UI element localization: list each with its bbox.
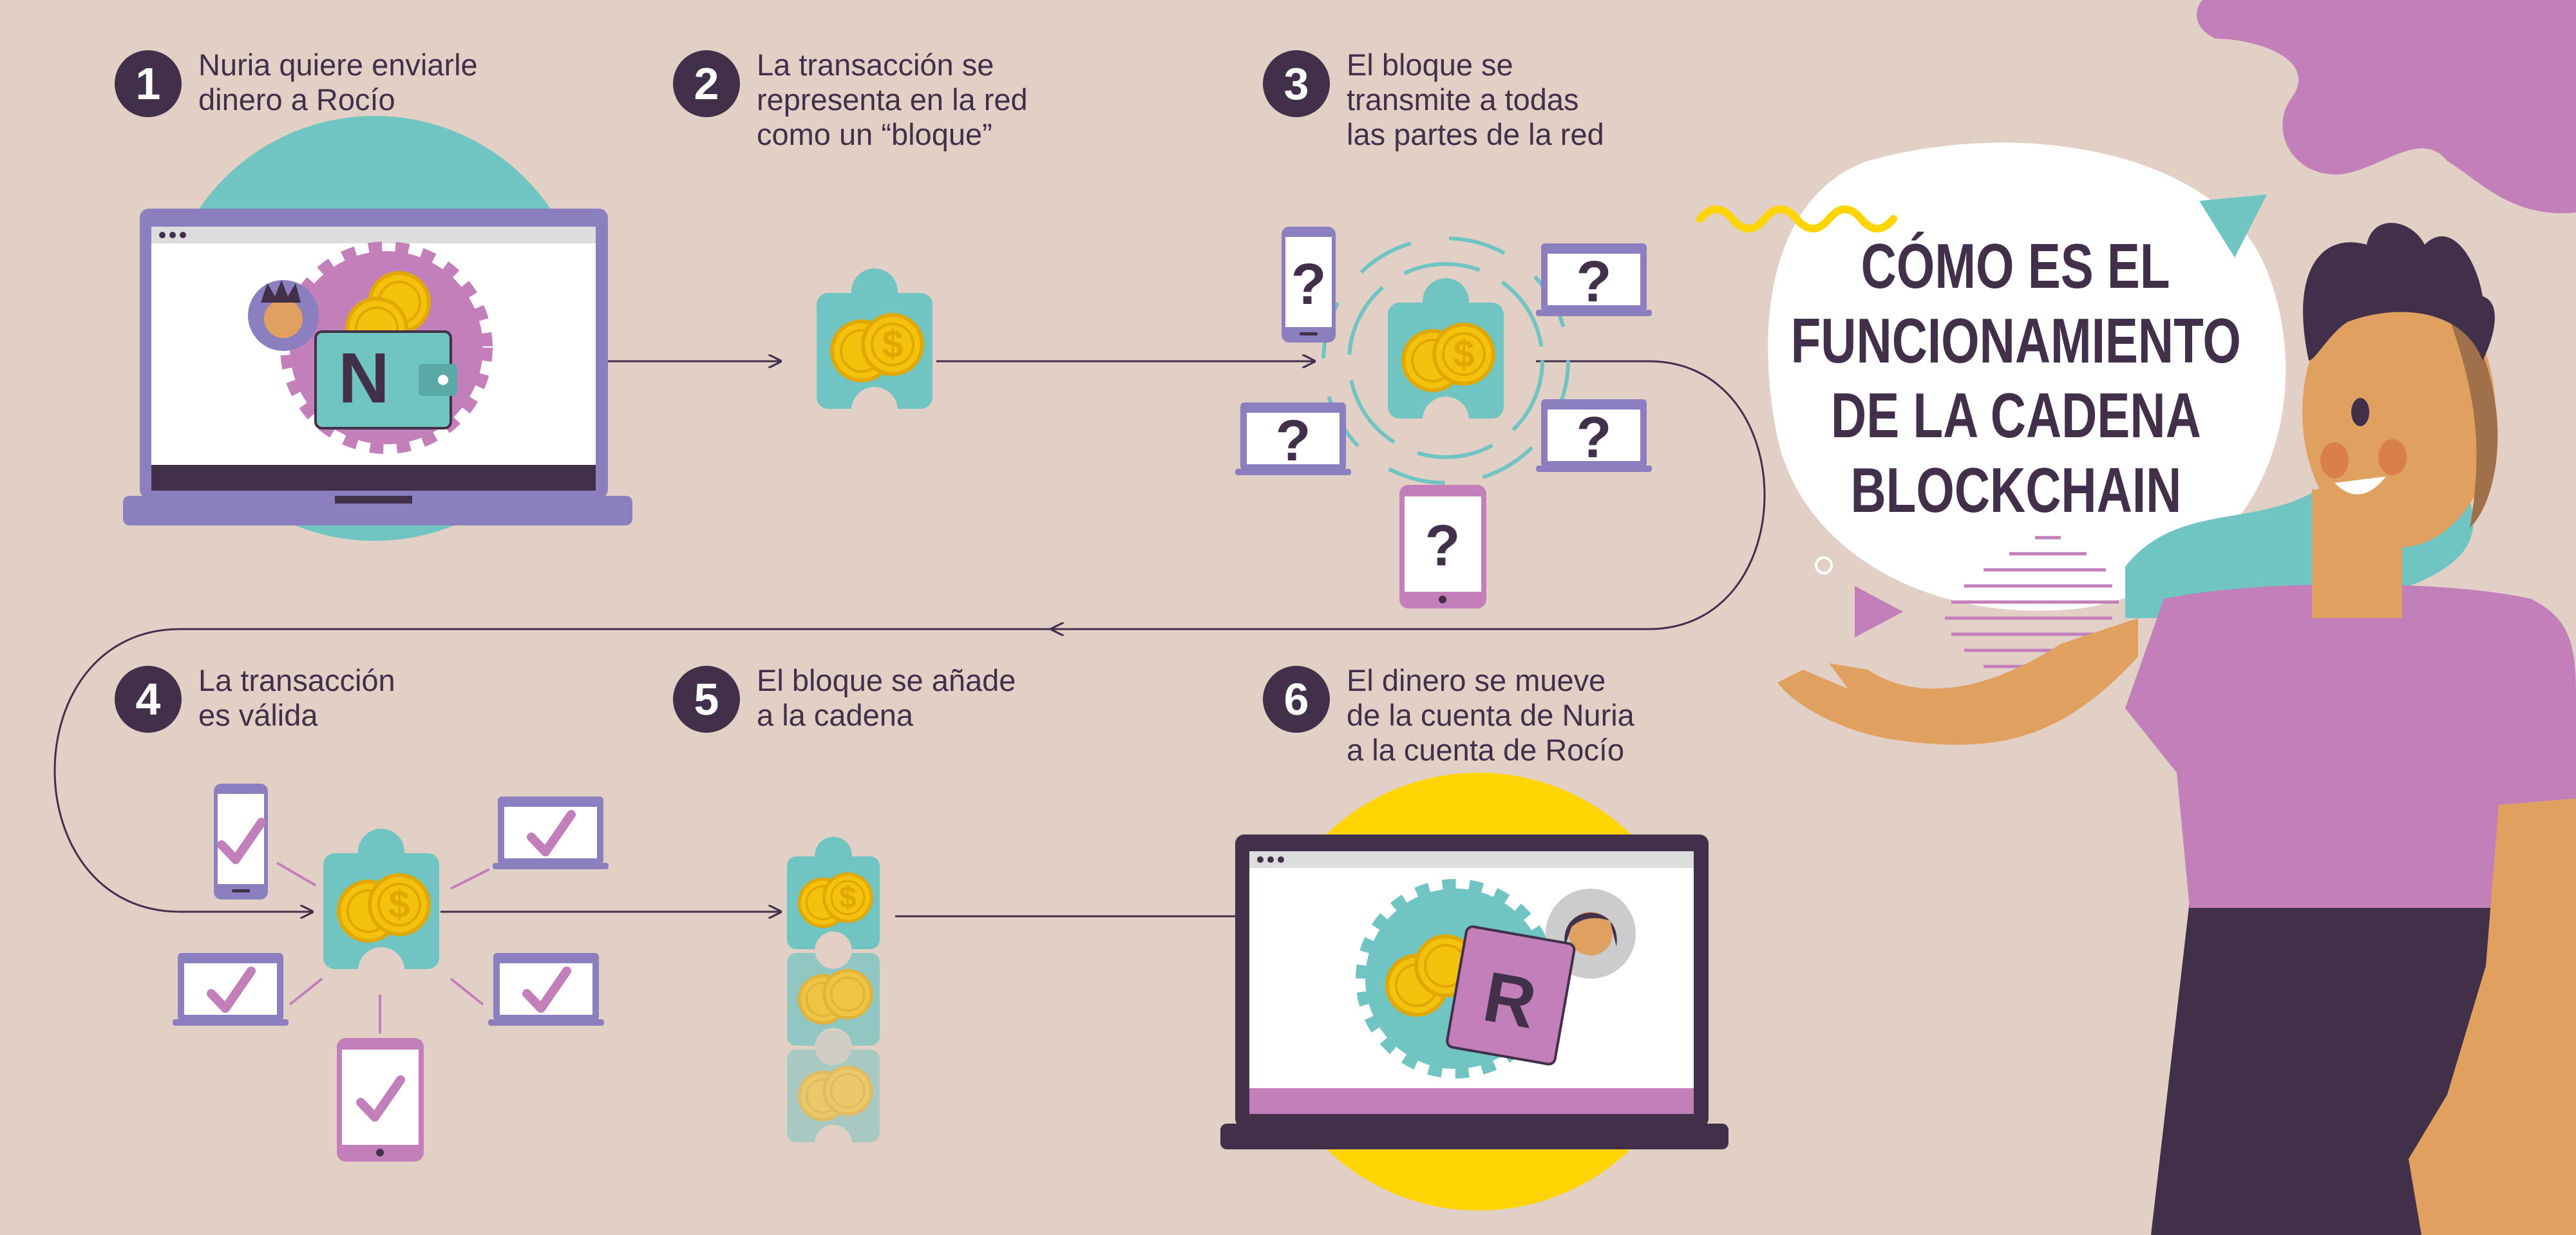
block-puzzle-step2: $	[817, 269, 933, 433]
broadcast-waves	[1321, 236, 1570, 485]
step-text: El dinero se mueve	[1347, 663, 1606, 697]
step-text: La transacción	[198, 663, 395, 697]
sender-initial: N	[338, 339, 389, 418]
laptop-valid-2	[173, 953, 289, 1026]
arrow-into-4-curve	[53, 628, 1052, 912]
page-title: CÓMO ES EL FUNCIONAMIENTO DE LA CADENA B…	[1768, 229, 2264, 527]
step-text: Nuria quiere enviarle	[198, 48, 478, 82]
step-text: las partes de la red	[1347, 117, 1604, 151]
coin-symbol: $	[839, 881, 857, 915]
laptop-nuria: N	[123, 209, 632, 525]
step-text: transmite a todas	[1347, 82, 1579, 117]
block-puzzle-step3: $	[1388, 278, 1504, 443]
laptop-valid-1	[493, 797, 609, 869]
laptop-valid-3	[488, 953, 604, 1026]
step-number: 1	[115, 50, 182, 117]
step-text: a la cadena	[757, 698, 914, 732]
step-number: 3	[1263, 50, 1330, 117]
question-mark: ?	[1291, 252, 1327, 317]
purple-puzzle-decoration	[2197, 0, 2576, 214]
laptop-unknown-1: ?	[1536, 243, 1652, 316]
step-text: a la cuenta de Rocío	[1347, 733, 1625, 767]
step-text: de la cuenta de Nuria	[1347, 698, 1634, 732]
step-number: 2	[673, 50, 740, 117]
step-text: como un “bloque”	[757, 117, 992, 151]
coin-symbol: $	[388, 883, 410, 926]
speech-bubble	[1768, 142, 2286, 611]
small-ring	[1815, 556, 1833, 574]
tablet-unknown: ?	[1399, 485, 1486, 608]
title-line: FUNCIONAMIENTO	[1790, 305, 2241, 376]
question-mark: ?	[1276, 409, 1311, 473]
step-text: es válida	[198, 698, 318, 732]
wallet-icon: R	[1446, 925, 1576, 1066]
validation-arrows	[276, 862, 490, 1033]
arrow-3-to-4-curve	[1052, 360, 1766, 629]
step-number: 4	[115, 666, 182, 733]
coin-symbol: $	[882, 323, 903, 366]
block-chain: $	[787, 836, 880, 1162]
question-mark: ?	[1425, 514, 1461, 578]
yellow-squiggle	[1696, 205, 1897, 232]
laptop-rocio: R	[1220, 834, 1728, 1149]
step-text: dinero a Rocío	[198, 82, 395, 117]
phone-valid	[214, 784, 268, 900]
block-puzzle-step4: $	[323, 829, 439, 994]
title-line: CÓMO ES EL	[1861, 231, 2170, 301]
coin-symbol: $	[1453, 332, 1474, 375]
wallet-icon: N	[314, 330, 457, 429]
laptop-unknown-3: ?	[1536, 399, 1652, 472]
step-text: El bloque se	[1347, 48, 1513, 82]
title-line: BLOCKCHAIN	[1850, 455, 2181, 525]
question-mark: ?	[1577, 406, 1612, 470]
step-text: El bloque se añade	[757, 663, 1016, 697]
pink-triangle	[1855, 586, 1903, 637]
question-mark: ?	[1577, 250, 1612, 314]
step-number: 6	[1263, 666, 1330, 733]
woman-illustration	[1777, 223, 2576, 1235]
step-number: 5	[673, 666, 740, 733]
tablet-valid	[337, 1038, 424, 1162]
phone-unknown: ?	[1282, 227, 1336, 343]
step-text: La transacción se	[757, 48, 994, 82]
laptop-unknown-2: ?	[1235, 402, 1351, 475]
title-line: DE LA CADENA	[1830, 380, 2201, 451]
teal-triangle	[2199, 194, 2267, 258]
step-text: representa en la red	[757, 82, 1028, 117]
